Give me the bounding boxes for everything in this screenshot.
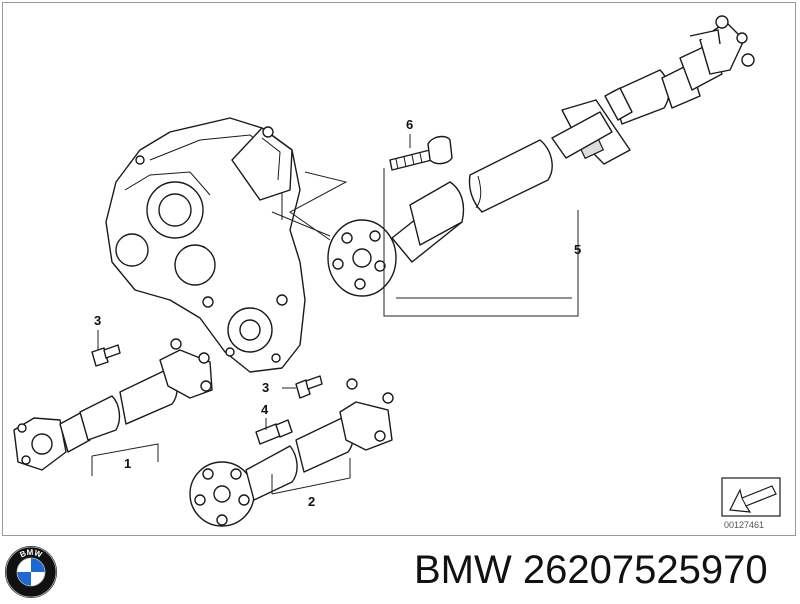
bolt-6 <box>389 135 453 171</box>
callout-1: 1 <box>124 456 131 471</box>
callout-4: 4 <box>261 402 269 417</box>
rear-propeller-shaft <box>327 15 755 297</box>
transfer-case <box>105 117 306 373</box>
logo-letters: BMW <box>19 548 44 560</box>
reference-code: 00127461 <box>724 520 764 530</box>
bolt-4 <box>255 419 293 445</box>
direction-arrow-icon <box>721 477 781 517</box>
part-title: BMW 26207525970 <box>414 548 768 593</box>
bolt-3-lower <box>295 375 323 399</box>
front-shaft-with-flex-disc <box>189 378 394 527</box>
callout-2: 2 <box>308 494 315 509</box>
diagram-frame <box>2 2 796 536</box>
callout-5: 5 <box>574 242 581 257</box>
callout-3-upper: 3 <box>94 313 101 328</box>
bolt-3-upper <box>91 344 121 367</box>
front-propeller-shaft <box>13 338 213 471</box>
svg-text:BMW: BMW <box>19 548 44 560</box>
bmw-roundel-icon: BMW <box>4 545 58 599</box>
brand-name: BMW <box>414 548 512 592</box>
callout-6: 6 <box>406 117 413 132</box>
callout-3-lower: 3 <box>262 380 269 395</box>
part-number: 26207525970 <box>522 548 768 592</box>
